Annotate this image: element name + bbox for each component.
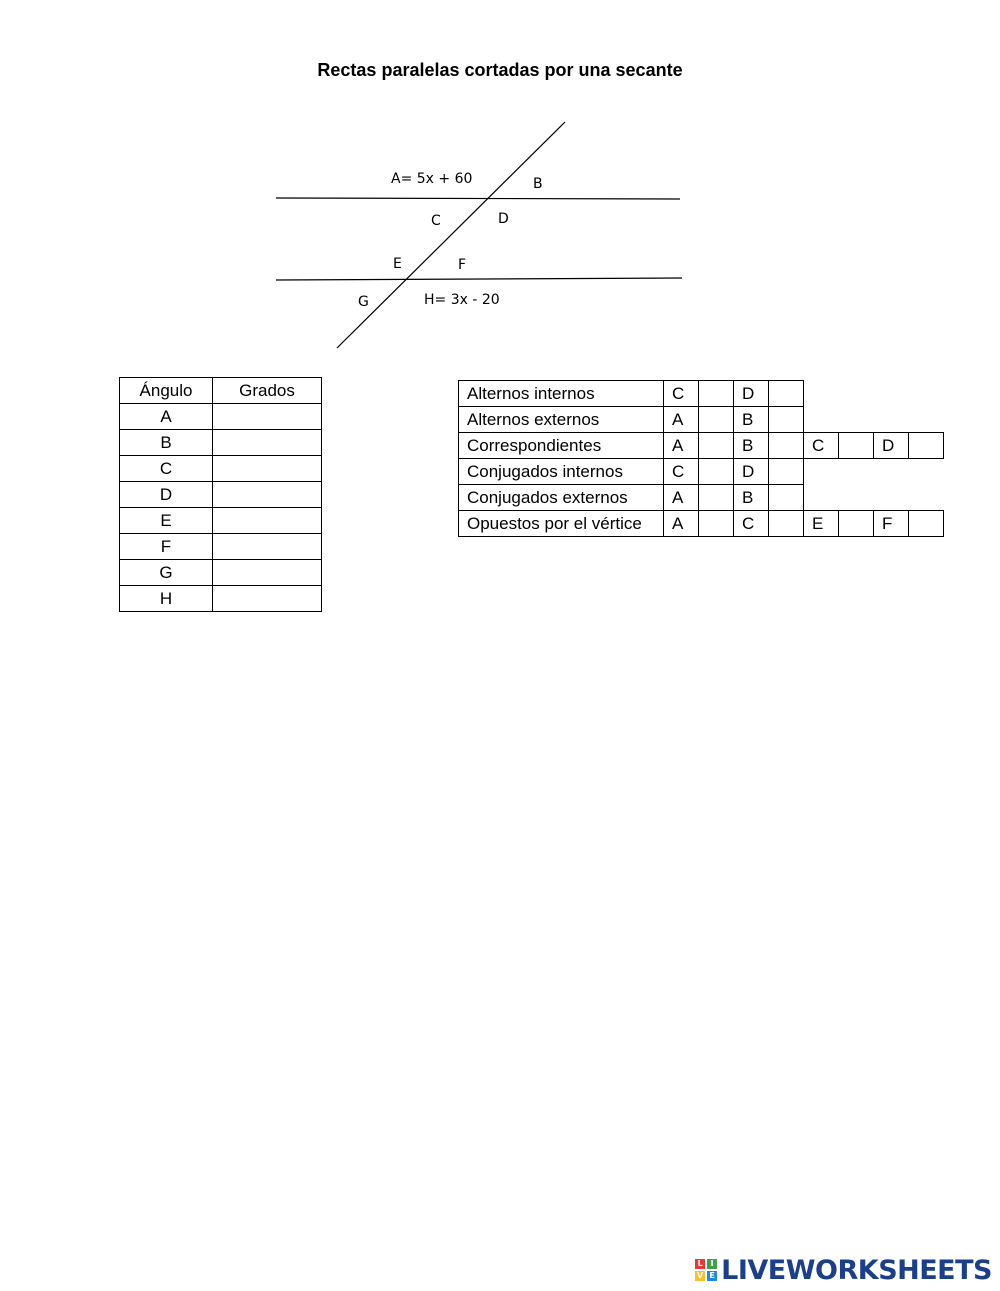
relation-name: Correspondientes [458, 432, 664, 459]
angle-label-b: B [533, 176, 543, 192]
table-row: B [119, 429, 322, 456]
angle-label-d: D [498, 211, 509, 227]
answer-cell[interactable] [698, 484, 734, 511]
liveworksheets-badge-icon: L I V E [695, 1259, 718, 1281]
degrees-answer-cell[interactable] [212, 559, 322, 586]
answer-cell[interactable] [698, 458, 734, 485]
relation-letter: C [733, 510, 769, 537]
answer-cell[interactable] [768, 510, 804, 537]
badge-letter-v: V [695, 1271, 706, 1281]
angle-name: D [119, 481, 213, 508]
angles-table: Ángulo Grados A B C D E F G [119, 377, 322, 612]
relation-letter: A [663, 484, 699, 511]
relation-name: Conjugados externos [458, 484, 664, 511]
angle-name: F [119, 533, 213, 560]
relation-name: Conjugados internos [458, 458, 664, 485]
table-row: Conjugados externos A B [458, 484, 944, 511]
angle-label-g: G [358, 294, 369, 310]
badge-letter-e: E [707, 1271, 718, 1281]
angle-name: B [119, 429, 213, 456]
table-row: Correspondientes A B C D [458, 432, 944, 459]
degrees-answer-cell[interactable] [212, 403, 322, 430]
degrees-answer-cell[interactable] [212, 585, 322, 612]
table-row: Conjugados internos C D [458, 458, 944, 485]
badge-letter-i: I [707, 1259, 718, 1269]
answer-cell[interactable] [838, 432, 874, 459]
answer-cell[interactable] [908, 510, 944, 537]
answer-cell[interactable] [768, 458, 804, 485]
angle-label-h: H= 3x - 20 [424, 292, 500, 308]
parallel-lines-figure: A= 5x + 60 B C D E F G H= 3x - 20 [275, 121, 683, 349]
table-row: F [119, 533, 322, 560]
answer-cell[interactable] [698, 432, 734, 459]
table-row: A [119, 403, 322, 430]
header-angulo: Ángulo [119, 377, 213, 404]
relation-letter: E [803, 510, 839, 537]
relation-name: Opuestos por el vértice [458, 510, 664, 537]
header-grados: Grados [212, 377, 322, 404]
degrees-answer-cell[interactable] [212, 429, 322, 456]
table-row: D [119, 481, 322, 508]
relation-name: Alternos externos [458, 406, 664, 433]
angle-name: E [119, 507, 213, 534]
answer-cell[interactable] [908, 432, 944, 459]
upper-parallel-line [275, 197, 681, 200]
relation-letter: B [733, 484, 769, 511]
relation-letter: D [733, 380, 769, 407]
degrees-answer-cell[interactable] [212, 481, 322, 508]
angle-name: A [119, 403, 213, 430]
transversal-line [336, 121, 566, 349]
angle-label-f: F [458, 257, 466, 273]
relation-letter: D [873, 432, 909, 459]
table-row: Opuestos por el vértice A C E F [458, 510, 944, 537]
relation-letter: B [733, 406, 769, 433]
degrees-answer-cell[interactable] [212, 533, 322, 560]
angle-name: H [119, 585, 213, 612]
relation-letter: A [663, 510, 699, 537]
answer-cell[interactable] [768, 432, 804, 459]
answer-cell[interactable] [698, 380, 734, 407]
angle-label-a: A= 5x + 60 [391, 171, 472, 187]
answer-cell[interactable] [768, 406, 804, 433]
angles-table-header: Ángulo Grados [119, 377, 322, 404]
relation-letter: B [733, 432, 769, 459]
angle-name: C [119, 455, 213, 482]
worksheet-title: Rectas paralelas cortadas por una secant… [317, 60, 683, 80]
table-row: E [119, 507, 322, 534]
angle-name: G [119, 559, 213, 586]
degrees-answer-cell[interactable] [212, 507, 322, 534]
angle-label-e: E [393, 256, 402, 272]
degrees-answer-cell[interactable] [212, 455, 322, 482]
relation-letter: C [663, 458, 699, 485]
relation-letter: F [873, 510, 909, 537]
answer-cell[interactable] [768, 380, 804, 407]
relation-letter: D [733, 458, 769, 485]
relation-letter: A [663, 406, 699, 433]
lower-parallel-line [275, 277, 683, 281]
answer-cell[interactable] [698, 510, 734, 537]
relation-name: Alternos internos [458, 380, 664, 407]
table-row: Alternos internos C D [458, 380, 944, 407]
answer-cell[interactable] [768, 484, 804, 511]
relation-letter: C [803, 432, 839, 459]
relation-letter: C [663, 380, 699, 407]
relation-letter: A [663, 432, 699, 459]
answer-cell[interactable] [698, 406, 734, 433]
liveworksheets-logo: L I V E LIVEWORKSHEETS [695, 1254, 992, 1286]
badge-letter-l: L [695, 1259, 706, 1269]
table-row: C [119, 455, 322, 482]
table-row: G [119, 559, 322, 586]
angle-label-c: C [431, 213, 441, 229]
angle-relations-table: Alternos internos C D Alternos externos … [458, 380, 944, 537]
answer-cell[interactable] [838, 510, 874, 537]
liveworksheets-wordmark: LIVEWORKSHEETS [721, 1254, 992, 1286]
table-row: Alternos externos A B [458, 406, 944, 433]
table-row: H [119, 585, 322, 612]
